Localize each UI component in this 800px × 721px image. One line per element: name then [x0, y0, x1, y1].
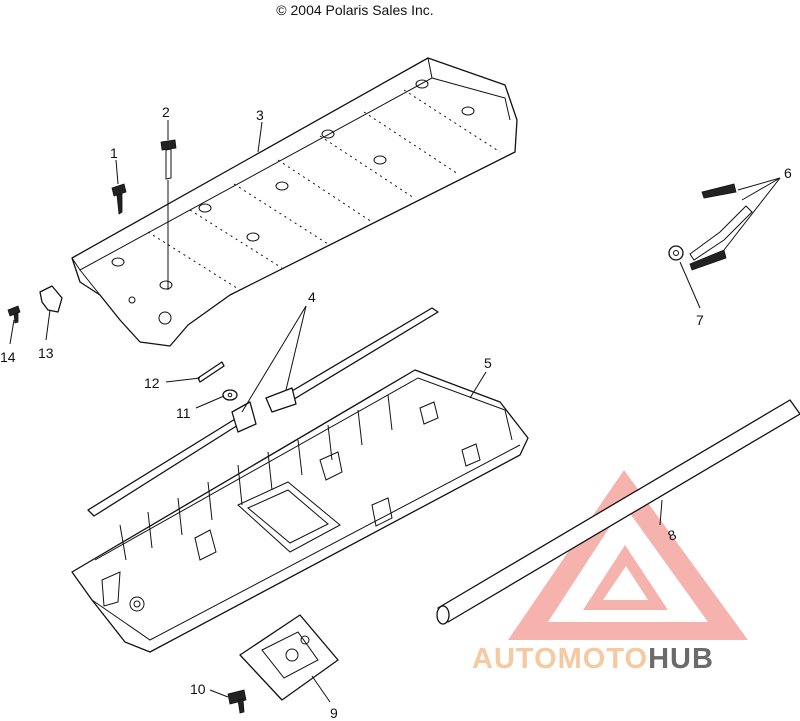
- watermark-logo: [508, 470, 748, 640]
- part-4-straps: [87, 307, 439, 517]
- watermark-automoto: AUTOMOTO: [472, 643, 648, 675]
- part-10-screw: [227, 689, 247, 714]
- part-2-bolt: [160, 139, 177, 180]
- callout-13: 13: [38, 345, 54, 361]
- callout-6: 6: [784, 165, 792, 181]
- watermark-text: AUTOMOTOHUB: [472, 643, 714, 675]
- callout-labels: 1 2 3 4 5 6 7 8 9 10 11 12 13 14: [0, 104, 792, 721]
- part-12-pin: [197, 361, 225, 383]
- part-6-bolts: [689, 183, 753, 271]
- svg-text:AUTOMOTOHUB: AUTOMOTOHUB: [472, 643, 714, 675]
- callout-1: 1: [110, 145, 118, 161]
- callout-4: 4: [308, 289, 316, 305]
- part-5-lower-tray: [71, 369, 529, 653]
- watermark-hub: HUB: [648, 643, 714, 675]
- callout-10: 10: [190, 681, 206, 697]
- callout-12: 12: [144, 375, 160, 391]
- leader-lines: [9, 120, 781, 703]
- part-11-washer: [222, 389, 238, 401]
- copyright-text: © 2004 Polaris Sales Inc.: [276, 2, 434, 18]
- callout-7: 7: [696, 312, 704, 328]
- part-1-screw: [111, 183, 127, 215]
- callout-14: 14: [0, 349, 16, 365]
- part-9-bracket-plate: [239, 614, 339, 701]
- part-3-top-cover: [71, 57, 518, 347]
- part-7-washer: [668, 245, 684, 261]
- part-13-clip: [39, 285, 63, 313]
- callout-2: 2: [162, 104, 170, 120]
- callout-3: 3: [256, 107, 264, 123]
- callout-9: 9: [330, 705, 338, 721]
- callout-11: 11: [176, 405, 191, 421]
- part-8-tube: [436, 399, 800, 625]
- part-14-screw: [7, 305, 21, 324]
- callout-5: 5: [484, 355, 492, 371]
